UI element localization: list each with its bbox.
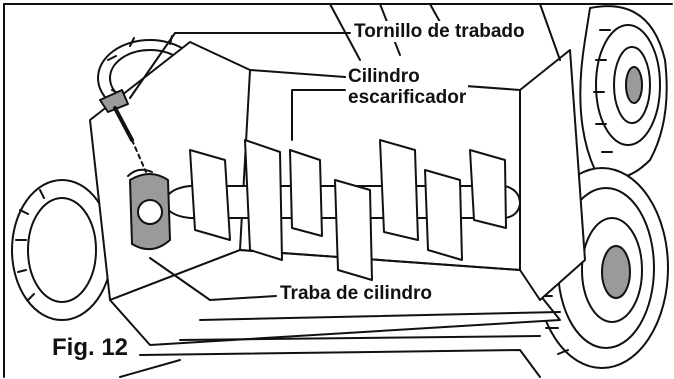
- callout-dethatcher-cylinder: Cilindro escarificador: [346, 66, 469, 109]
- callout-dethatcher-cylinder-line2: escarificador: [348, 87, 467, 109]
- figure-label: Fig. 12: [48, 334, 133, 362]
- callout-cylinder-lock: Traba de cilindro: [278, 283, 435, 305]
- dethatcher-cylinder: [164, 139, 521, 281]
- wheel-front-left: [11, 179, 113, 321]
- housing-frame: [89, 41, 586, 378]
- callout-dethatcher-cylinder-line1: Cilindro: [348, 66, 420, 87]
- leader-lines: [129, 32, 351, 301]
- locking-screw: [99, 89, 147, 173]
- cylinder-lock-mechanism: [127, 168, 171, 251]
- callout-locking-screw: Tornillo de trabado: [352, 21, 527, 43]
- wheel-back-right: [579, 5, 668, 179]
- frame-border: [3, 3, 673, 378]
